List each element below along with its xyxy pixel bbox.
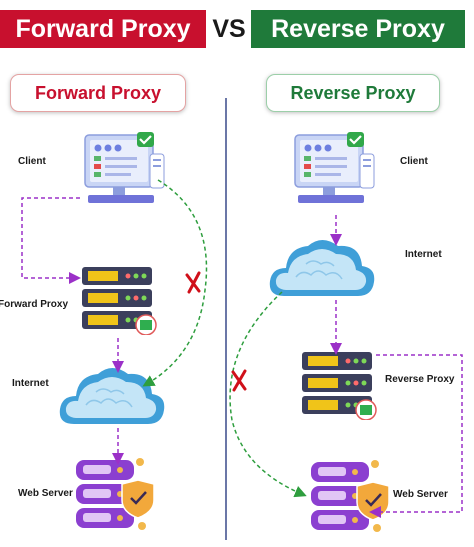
forward-proxy-title: Forward Proxy xyxy=(0,10,206,48)
reverse-proxy-title: Reverse Proxy xyxy=(251,10,465,48)
forward-proxy-heading: Forward Proxy xyxy=(10,74,186,112)
forward-blocked-direct-arrow xyxy=(142,179,208,387)
reverse-client-computer-icon xyxy=(293,132,376,205)
forward-client-to-proxy-arrow xyxy=(21,197,81,284)
reverse-proxy-label: Reverse Proxy xyxy=(385,374,455,385)
vs-label: VS xyxy=(212,15,246,43)
reverse-proxy-heading: Reverse Proxy xyxy=(266,74,440,112)
forward-web-server-icon xyxy=(74,456,156,532)
reverse-proxy-to-server-arrow xyxy=(369,354,463,518)
forward-proxy-label: Forward Proxy xyxy=(0,299,69,310)
forward-client-label: Client xyxy=(18,156,46,167)
reverse-blocked-x-icon xyxy=(231,369,247,392)
reverse-blocked-direct-arrow xyxy=(229,291,307,498)
forward-internet-label: Internet xyxy=(12,378,49,389)
reverse-web-server-icon xyxy=(309,458,391,534)
forward-client-computer-icon xyxy=(83,132,166,205)
reverse-client-label: Client xyxy=(400,156,428,167)
reverse-internet-label: Internet xyxy=(405,249,442,260)
forward-web-server-label: Web Server xyxy=(18,488,73,499)
forward-proxy-server-icon xyxy=(81,266,157,335)
reverse-web-server-label: Web Server xyxy=(393,489,448,500)
reverse-internet-cloud-icon xyxy=(269,239,375,297)
forward-internet-cloud-icon xyxy=(59,367,165,425)
reverse-proxy-server-icon xyxy=(301,351,377,420)
forward-blocked-x-icon xyxy=(185,271,201,294)
